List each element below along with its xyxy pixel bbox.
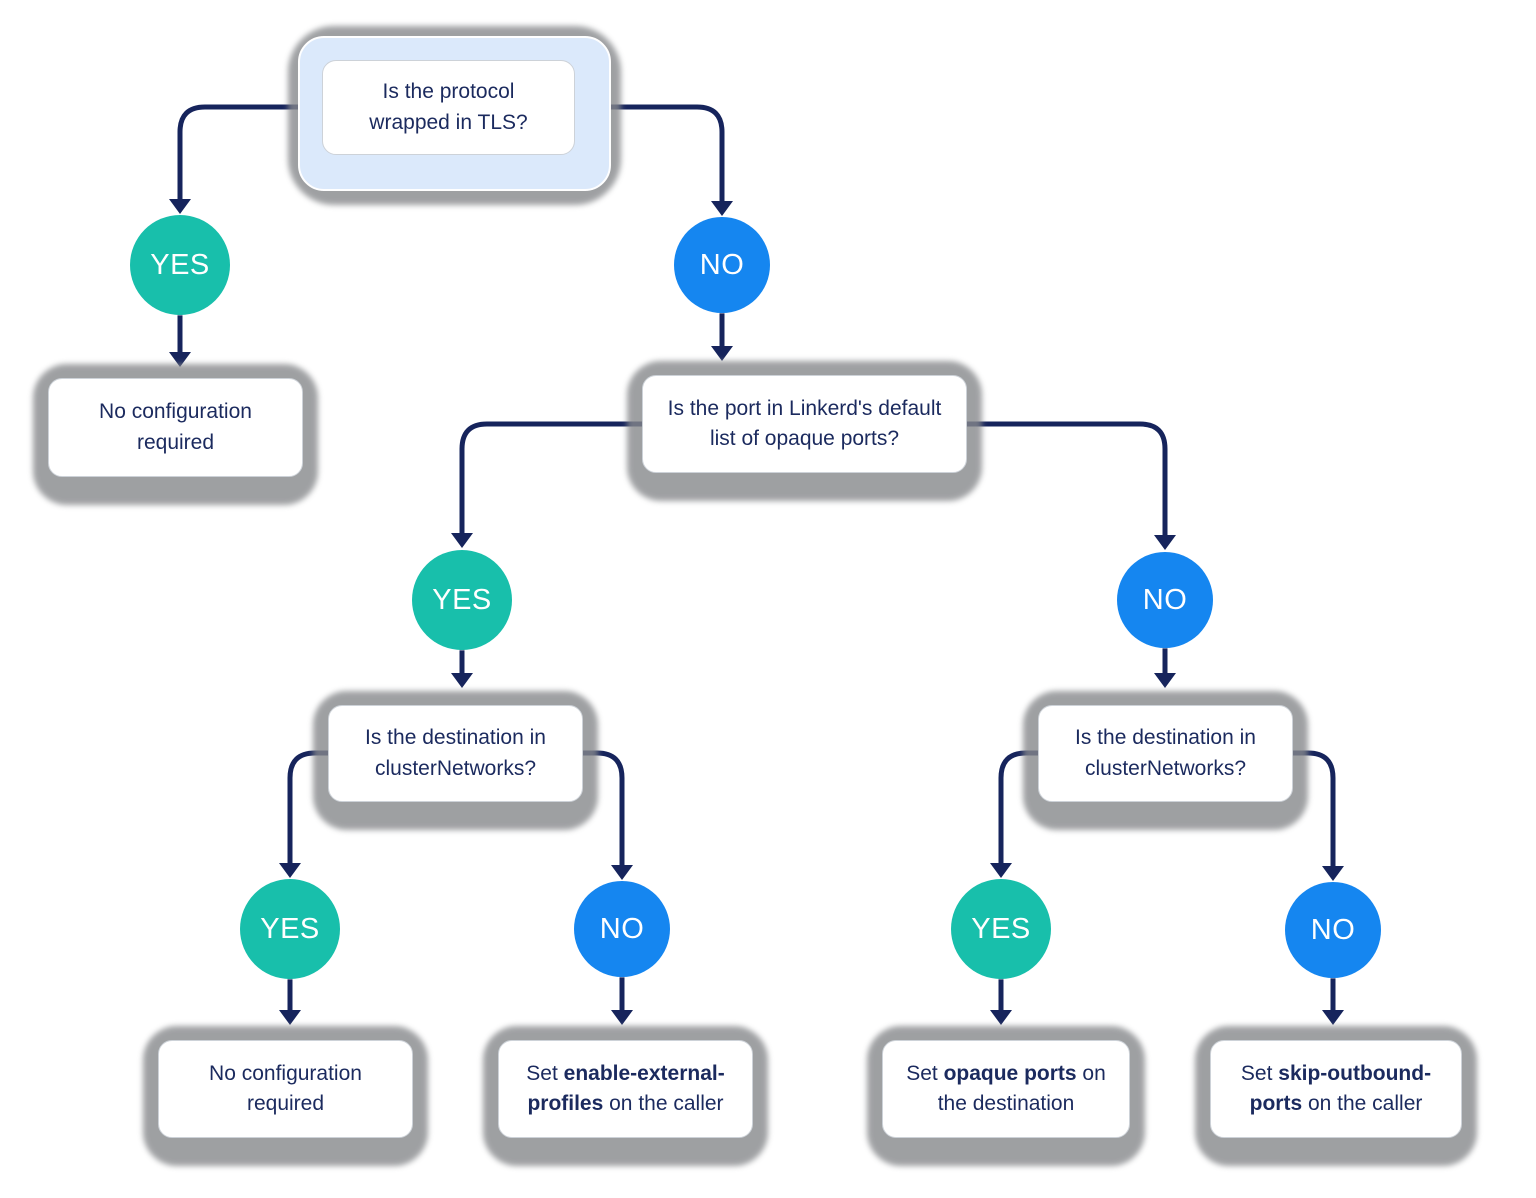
- no-badge-1: NO: [674, 217, 770, 313]
- decision-protocol-tls-label: Is the protocol wrapped in TLS?: [369, 80, 528, 134]
- result-skip-outbound-flag: skip-outbound-ports: [1249, 1061, 1432, 1115]
- no-badge-3: NO: [574, 881, 670, 977]
- no-badge-4: NO: [1285, 882, 1381, 978]
- result-opaque-ports-prefix: Set: [906, 1061, 944, 1085]
- no-badge-2: NO: [1117, 552, 1213, 648]
- decision-cluster-networks-left-label: Is the destination in clusterNetworks?: [365, 726, 546, 780]
- decision-cluster-networks-left-card: Is the destination in clusterNetworks?: [328, 705, 583, 802]
- result-skip-outbound-ports-card: Set skip-outbound-ports on the caller: [1210, 1040, 1462, 1138]
- edge-cluster-right-to-no4: [1165, 750, 1344, 881]
- result-no-configuration-1: No configuration required: [33, 364, 318, 505]
- result-opaque-ports: Set opaque ports on the destination: [867, 1026, 1145, 1166]
- no-badge-3-label: NO: [599, 912, 645, 945]
- yes-badge-1-label: YES: [150, 248, 210, 281]
- edge-opaque-to-no2: [805, 421, 1176, 550]
- no-badge-4-label: NO: [1310, 913, 1356, 946]
- decision-cluster-networks-right: Is the destination in clusterNetworks?: [1023, 691, 1308, 830]
- edge-root-to-no1: [448, 104, 733, 216]
- yes-badge-2: YES: [412, 550, 512, 650]
- result-no-configuration-2-label: No configuration required: [209, 1061, 362, 1115]
- no-badge-2-label: NO: [1142, 583, 1188, 616]
- decision-cluster-networks-right-label: Is the destination in clusterNetworks?: [1075, 726, 1256, 780]
- result-enable-external-profiles-label: Set enable-external-profiles on the call…: [511, 1059, 740, 1120]
- result-enable-external-prefix: Set: [526, 1061, 564, 1085]
- result-skip-outbound-prefix: Set: [1240, 1061, 1279, 1085]
- result-no-configuration-2-card: No configuration required: [158, 1040, 413, 1138]
- result-skip-outbound-ports-label: Set skip-outbound-ports on the caller: [1223, 1059, 1449, 1120]
- yes-badge-4: YES: [951, 879, 1051, 979]
- decision-protocol-tls: Is the protocol wrapped in TLS?: [288, 26, 621, 205]
- result-skip-outbound-ports: Set skip-outbound-ports on the caller: [1195, 1026, 1477, 1166]
- yes-badge-1: YES: [130, 215, 230, 315]
- decision-opaque-ports-label: Is the port in Linkerd's default list of…: [667, 396, 942, 450]
- edge-root-to-yes1: [169, 104, 448, 214]
- result-enable-external-suffix: on the caller: [603, 1092, 724, 1115]
- no-badge-1-label: NO: [699, 248, 745, 281]
- edge-opaque-to-yes2: [451, 421, 805, 548]
- result-no-configuration-2: No configuration required: [143, 1026, 428, 1166]
- result-opaque-ports-suffix: on the destination: [937, 1061, 1106, 1115]
- result-enable-external-profiles: Set enable-external-profiles on the call…: [483, 1026, 768, 1166]
- result-no-configuration-1-card: No configuration required: [48, 378, 303, 477]
- decision-cluster-networks-left: Is the destination in clusterNetworks?: [313, 691, 598, 830]
- yes-badge-3: YES: [240, 879, 340, 979]
- decision-opaque-ports: Is the port in Linkerd's default list of…: [627, 361, 982, 501]
- result-enable-external-profiles-card: Set enable-external-profiles on the call…: [498, 1040, 753, 1138]
- result-enable-external-flag: enable-external-profiles: [527, 1061, 725, 1115]
- result-no-configuration-1-label: No configuration required: [99, 400, 252, 454]
- yes-badge-4-label: YES: [971, 912, 1031, 945]
- result-opaque-ports-flag: opaque ports: [943, 1061, 1077, 1085]
- yes-badge-2-label: YES: [432, 583, 492, 616]
- yes-badge-3-label: YES: [260, 912, 320, 945]
- decision-cluster-networks-right-card: Is the destination in clusterNetworks?: [1038, 705, 1293, 802]
- result-skip-outbound-suffix: on the caller: [1302, 1092, 1423, 1115]
- result-opaque-ports-label: Set opaque ports on the destination: [895, 1059, 1117, 1120]
- decision-protocol-tls-card: Is the protocol wrapped in TLS?: [322, 60, 575, 155]
- decision-opaque-ports-card: Is the port in Linkerd's default list of…: [642, 375, 967, 473]
- result-opaque-ports-card: Set opaque ports on the destination: [882, 1040, 1130, 1138]
